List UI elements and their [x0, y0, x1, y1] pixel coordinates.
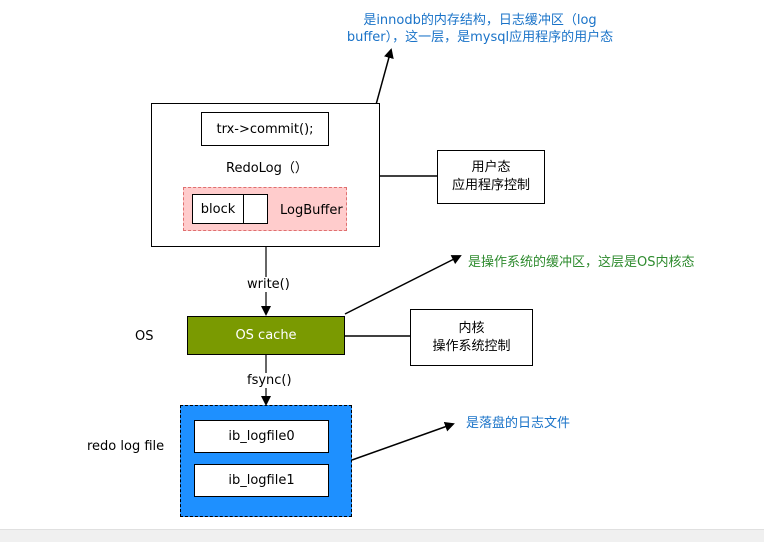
block-cell: block: [192, 194, 244, 224]
user-mode-line2: 应用程序控制: [451, 178, 530, 193]
redo-file-annotation-arrow: [351, 421, 455, 461]
kernel-line1: 内核: [458, 320, 485, 336]
redolog-call-label: RedoLog（）: [226, 161, 308, 176]
os-cache-label: OS cache: [235, 328, 297, 343]
os-cache-annotation-arrow: [344, 255, 462, 315]
os-cache-box: OS cache: [187, 316, 345, 355]
user-buffer-note-line1: 是innodb的内存结构，日志缓冲区（log: [363, 13, 597, 28]
trx-commit-box: trx->commit();: [201, 112, 329, 146]
block-label: block: [200, 201, 236, 217]
logfile0-label: ib_logfile0: [228, 429, 295, 444]
disk-files-note: 是落盘的日志文件: [466, 416, 571, 431]
kernel-line2: 操作系统控制: [432, 338, 511, 354]
trx-commit-label: trx->commit();: [216, 121, 314, 137]
user-mode-box: 用户态 应用程序控制: [437, 150, 545, 204]
redo-log-file-label: redo log file: [87, 439, 165, 454]
os-buffer-note: 是操作系统的缓冲区，这层是OS内核态: [468, 255, 695, 270]
os-label: OS: [135, 329, 154, 344]
logfile0-box: ib_logfile0: [194, 420, 329, 453]
user-buffer-note-line2: buffer），这一层，是mysql应用程序的用户态: [346, 30, 614, 45]
user-mode-line1: 用户态: [471, 160, 511, 175]
fsync-label: fsync(): [247, 373, 292, 388]
logbuffer-label: LogBuffer: [280, 203, 343, 218]
kernel-box: 内核 操作系统控制: [410, 309, 533, 366]
bottom-scrollbar-strip: [0, 529, 764, 542]
logfile1-box: ib_logfile1: [194, 464, 329, 497]
write-label: write(): [247, 277, 290, 292]
block-empty-cell: [243, 194, 268, 224]
logfile1-label: ib_logfile1: [228, 473, 295, 488]
user-buffer-note: 是innodb的内存结构，日志缓冲区（log buffer），这一层，是mysq…: [330, 12, 630, 46]
